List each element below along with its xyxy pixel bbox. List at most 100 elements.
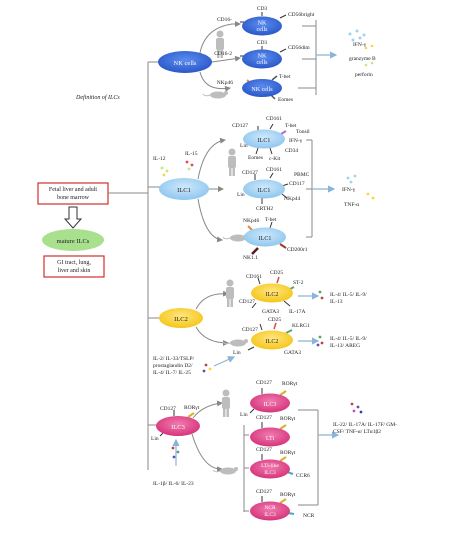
ilc1-mouse-nk11: NK1.1 (243, 255, 258, 261)
ilc3-main-cd127: CD127 (160, 406, 176, 412)
tree-lines (108, 61, 160, 470)
nk-bright-cd56: CD56bright (288, 12, 315, 18)
ilc3-c3-rorgt: RORγt (280, 450, 296, 456)
ilc3-c3-label2: ILC3 (264, 470, 276, 476)
ilc1-pbmc-label: ILC1 (258, 188, 271, 194)
ilc1-pbmc-cd161: CD161 (266, 167, 282, 173)
nk-mouse-cell: NK cells (242, 75, 282, 100)
diagram-title: Definition of ILCs (75, 94, 120, 101)
ilc2-human-label: ILC2 (266, 292, 279, 298)
ilc3-inducer-dots (171, 446, 180, 459)
ilc3-main-lin: Lin (151, 436, 159, 442)
ilc3-main-rorgt: RORγt (184, 405, 200, 411)
ilc3-c3-ccr6: CCR6 (296, 473, 310, 479)
ilc2-mouse-klrg1: KLRG1 (292, 323, 310, 329)
nk-main-cell (158, 51, 212, 73)
ilc3-c2-rorgt: RORγt (280, 416, 296, 422)
nk-output-perforin: perforin (355, 71, 373, 78)
ilc1-pbmc-site: PBMC (294, 172, 310, 178)
ilc2-human-cd127: CD127 (239, 299, 255, 305)
nk-mouse-tbet: T-bet (279, 74, 291, 80)
nk-bright-cd16: CD16- (217, 17, 232, 23)
ilc2-mouse-lin: Lin (233, 350, 241, 356)
ilc3-c4-label2: ILC3 (264, 512, 276, 518)
ilc2-inducer-line1: IL-2/ IL-33/TSLP/ (153, 356, 195, 362)
ilc1-output-tnfa: TNF-α (344, 202, 359, 208)
mouse-icon-ilc2 (222, 339, 248, 347)
ilc2-main-label: ILC2 (174, 316, 188, 323)
ilc3-c1-rorgt: RORγt (282, 381, 298, 387)
ilc1-tonsil-lin: Lin (240, 143, 248, 149)
mature-ilc-ellipse (42, 229, 104, 251)
ilc3-main-label: ILC3 (171, 424, 185, 431)
ilc1-tonsil-cd161: CD161 (266, 116, 282, 122)
tissue-line2: liver and skin (58, 268, 91, 274)
mouse-icon-nk (202, 91, 228, 99)
ilc1-tonsil-eomes: Eomes (248, 155, 263, 161)
ilc1-output-ifng: IFN-γ (342, 187, 356, 193)
ilc3-output-line1: IL-22/ IL-17A/ IL-17F/ GM- (333, 422, 397, 428)
ilc3-c3-label1: LTi-like (261, 463, 279, 469)
ilc3-c4-rorgt: RORγt (280, 492, 296, 498)
ilc2-inducer-dots (202, 363, 212, 373)
ilc2-human-il17a: IL-17A (289, 309, 306, 315)
ilc3-c1-lin: Lin (240, 412, 248, 418)
ilc1-tonsil-cd34: CD34 (285, 148, 298, 154)
ilc2-human-output-dots (318, 290, 324, 300)
nk-mouse-eomes: Eomes (278, 97, 293, 103)
ilc3-c2-label: LTi (266, 436, 275, 442)
ilc3-c4-cd127: CD127 (256, 489, 272, 495)
ilc1-inducer-il15: IL-15 (185, 151, 198, 157)
ilc1-mouse-tbet: T-bet (265, 217, 277, 223)
ilc1-output-dots (346, 174, 375, 200)
ilc2-mouse-cd127: CD127 (242, 327, 258, 333)
ilc3-c4-label1: NCR (264, 505, 276, 511)
ilc2-human-output-line2: IL-13 (330, 299, 343, 305)
ilc2-human-gata3: GATA3 (262, 309, 279, 315)
down-arrow (63, 206, 83, 229)
ilc3-lti-cell: LTi (250, 422, 290, 447)
nk-output-dots (348, 29, 374, 67)
nk-mouse-label: NK cells (251, 87, 273, 93)
ilc1-pbmc-lin: Lin (237, 192, 245, 198)
ilc2-mouse-cd25: CD25 (268, 317, 281, 323)
nk-dim-cd16: CD16-2 (214, 51, 232, 57)
ilc2-mouse-output-line1: IL-4/ IL-5/ IL-9/ (330, 336, 367, 342)
human-icon-ilc1 (228, 148, 236, 176)
ilc3-c3-cd127: CD127 (256, 447, 272, 453)
nk-dim-cd56: CD56dim (288, 45, 310, 51)
ilc3-main-cell: ILC3 (156, 410, 200, 437)
mouse-icon-ilc3 (212, 467, 238, 475)
ilc3-human-cell: ILC3 (249, 388, 290, 414)
ilc1-mouse-label: ILC1 (259, 236, 272, 242)
ilc2-mouse-label: ILC2 (266, 339, 279, 345)
ilc2-mouse-cell: ILC2 (247, 322, 293, 351)
ilc2-main-cell (159, 308, 203, 328)
ilc1-mouse-cell: ILC1 (244, 221, 287, 255)
ilc2-inducer-line2: prostaglandin D2/ (153, 363, 193, 369)
ilc2-human-cd25: CD25 (270, 270, 283, 276)
ilc3-output-line2: CSF/ TNF-α/ LTα1β2 (333, 429, 381, 435)
nk-bright-label2: cells (257, 27, 269, 33)
nk-dim-label1: NK (258, 54, 267, 60)
ilc2-human-cell: ILC2 (251, 276, 295, 309)
human-icon-nk (216, 30, 224, 58)
ilc1-pbmc-crth2: CRTH2 (256, 206, 273, 212)
nk-cd56dim-cell: NK cells (240, 46, 287, 69)
ilc1-main-cell (159, 178, 209, 200)
ilc3-c2-cd127: CD127 (256, 415, 272, 421)
nk-dim-label2: cells (257, 60, 269, 66)
nk-main-label: NK cells (174, 60, 197, 67)
nk-bright-label1: NK (258, 21, 267, 27)
ilc1-inducer-dots (160, 160, 194, 177)
ilc2-mouse-gata3: GATA3 (284, 350, 301, 356)
ilc1-tonsil-cell: ILC1 (243, 123, 287, 155)
nk-output-ifng: IFN-γ (353, 42, 367, 48)
ilc3-c4-ncr: NCR (303, 513, 315, 519)
ilc3-c1-label: ILC3 (264, 402, 277, 408)
nk-mouse-nkp46: NKp46 (217, 80, 233, 86)
ilc1-tonsil-tbet: T-bet (285, 123, 297, 129)
ilc1-tonsil-cd127: CD127 (232, 123, 248, 129)
ilc2-mouse-output-dots (316, 335, 324, 347)
